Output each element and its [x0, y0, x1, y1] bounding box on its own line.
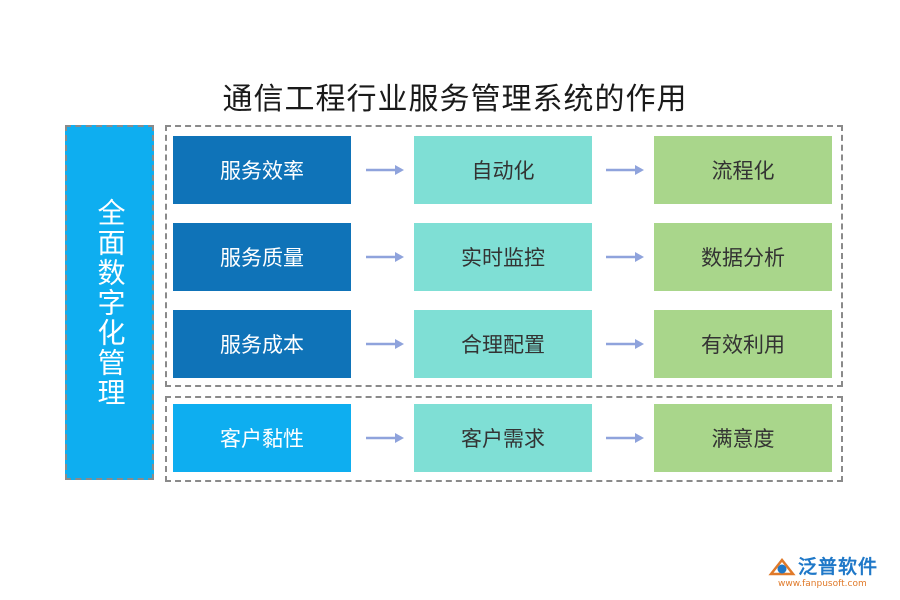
row1-method-label: 自动化 — [471, 159, 535, 183]
row2-aspect-label: 服务质量 — [220, 246, 304, 270]
brand-logo: 泛普软件 www.fanpusoft.com — [768, 552, 892, 590]
row2-arrow-1-icon — [366, 252, 404, 262]
row3-arrow-1-icon — [366, 339, 404, 349]
row2-aspect-box: 服务质量 — [173, 223, 351, 291]
row4-result-box: 满意度 — [654, 404, 832, 472]
row4-result-label: 满意度 — [711, 427, 775, 451]
left-category-box: 全面数字化管理 — [65, 125, 154, 480]
row3-result-box: 有效利用 — [654, 310, 832, 378]
brand-logo-icon — [768, 557, 796, 576]
group-frame-bottom — [165, 396, 843, 482]
row2-method-label: 实时监控 — [461, 246, 545, 270]
diagram-title: 通信工程行业服务管理系统的作用 — [222, 82, 688, 117]
row3-method-label: 合理配置 — [461, 333, 545, 357]
row1-aspect-box: 服务效率 — [173, 136, 351, 204]
row1-arrow-2-icon — [606, 165, 644, 175]
row4-method-label: 客户需求 — [461, 427, 545, 451]
row2-arrow-2-icon — [606, 252, 644, 262]
row1-result-box: 流程化 — [654, 136, 832, 204]
brand-logo-name: 泛普软件 — [798, 556, 879, 578]
row4-arrow-2-icon — [606, 433, 644, 443]
row2-result-box: 数据分析 — [654, 223, 832, 291]
row4-aspect-box: 客户黏性 — [173, 404, 351, 472]
row3-result-label: 有效利用 — [701, 333, 785, 357]
row1-method-box: 自动化 — [414, 136, 592, 204]
row2-result-label: 数据分析 — [701, 246, 785, 270]
row3-method-box: 合理配置 — [414, 310, 592, 378]
brand-logo-url: www.fanpusoft.com — [778, 579, 867, 589]
row1-arrow-1-icon — [366, 165, 404, 175]
row2-method-box: 实时监控 — [414, 223, 592, 291]
left-category-label: 全面数字化管理 — [93, 197, 127, 408]
row3-aspect-label: 服务成本 — [220, 333, 304, 357]
row4-arrow-1-icon — [366, 433, 404, 443]
row4-method-box: 客户需求 — [414, 404, 592, 472]
row1-aspect-label: 服务效率 — [220, 159, 304, 183]
row3-arrow-2-icon — [606, 339, 644, 349]
row1-result-label: 流程化 — [711, 159, 775, 183]
row3-aspect-box: 服务成本 — [173, 310, 351, 378]
group-frame-top — [165, 125, 843, 387]
row4-aspect-label: 客户黏性 — [220, 427, 304, 451]
